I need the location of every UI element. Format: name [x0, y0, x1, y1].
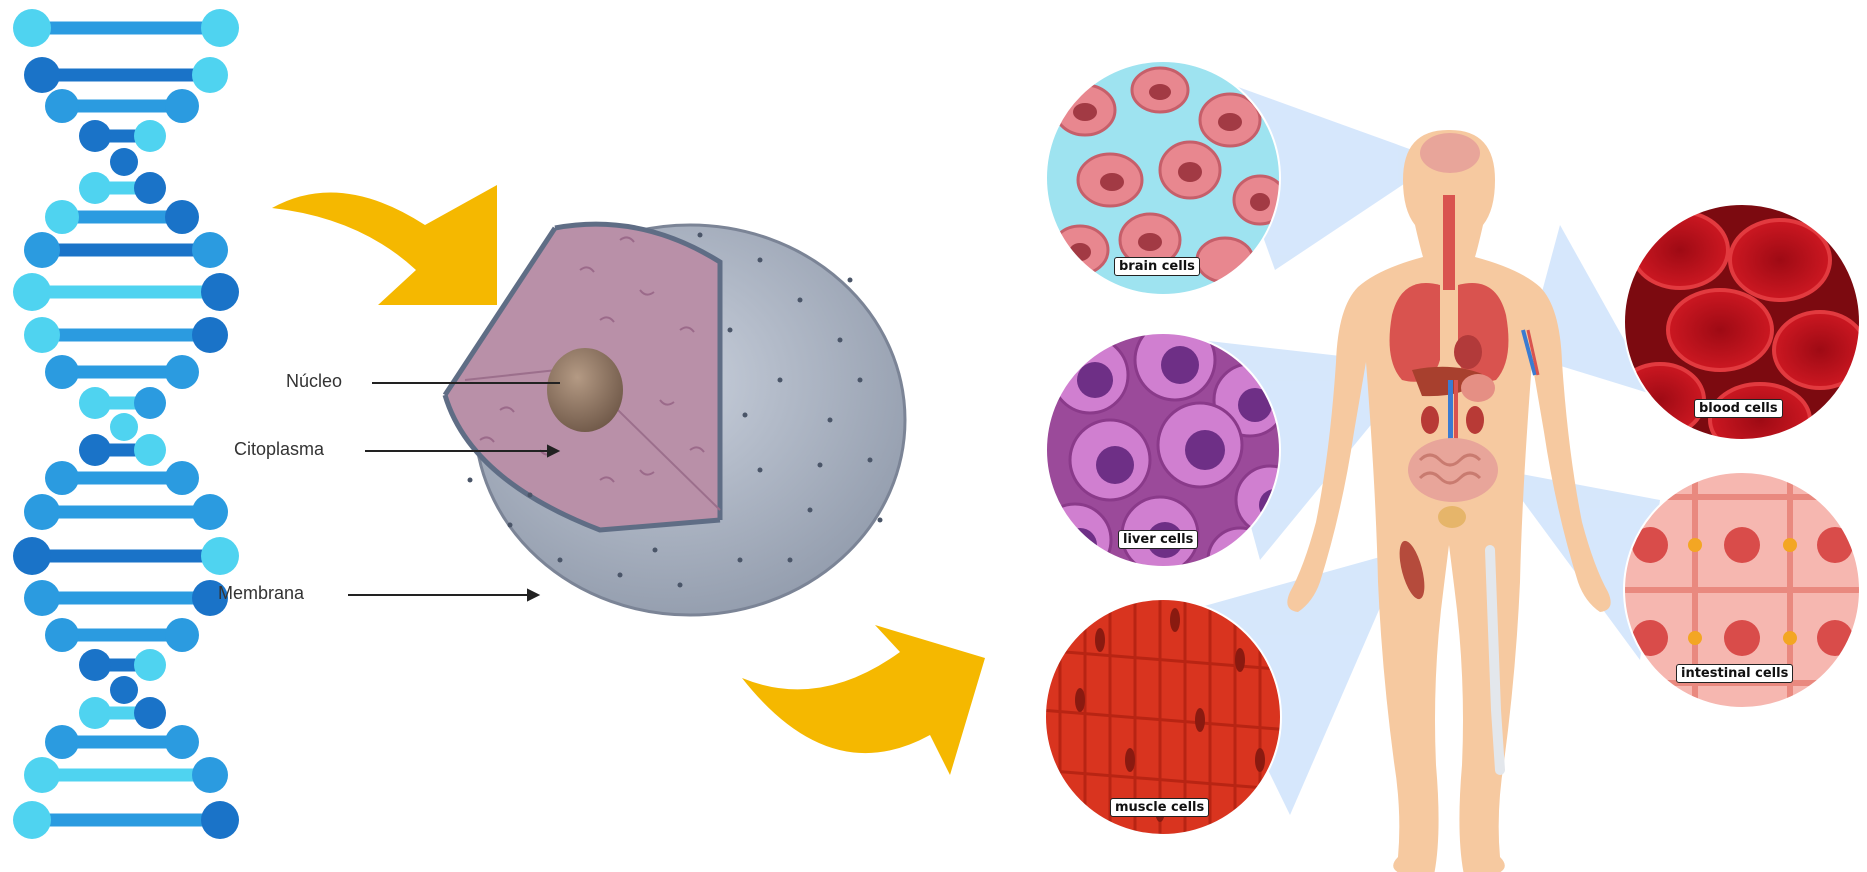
muscle-cells-tag: muscle cells — [1110, 798, 1209, 817]
liver-cells-tag: liver cells — [1118, 530, 1198, 549]
intestinal-cells-tag: intestinal cells — [1676, 664, 1793, 683]
blood-cells-tag: blood cells — [1694, 399, 1783, 418]
cytoplasm-label: Citoplasma — [234, 439, 324, 460]
dna-helix-icon — [13, 9, 239, 839]
curved-arrow-icon — [742, 625, 985, 775]
brain-cells-tag: brain cells — [1114, 257, 1200, 276]
nucleus-label: Núcleo — [286, 371, 342, 392]
curved-arrow-icon — [272, 185, 497, 305]
membrane-label: Membrana — [218, 583, 304, 604]
